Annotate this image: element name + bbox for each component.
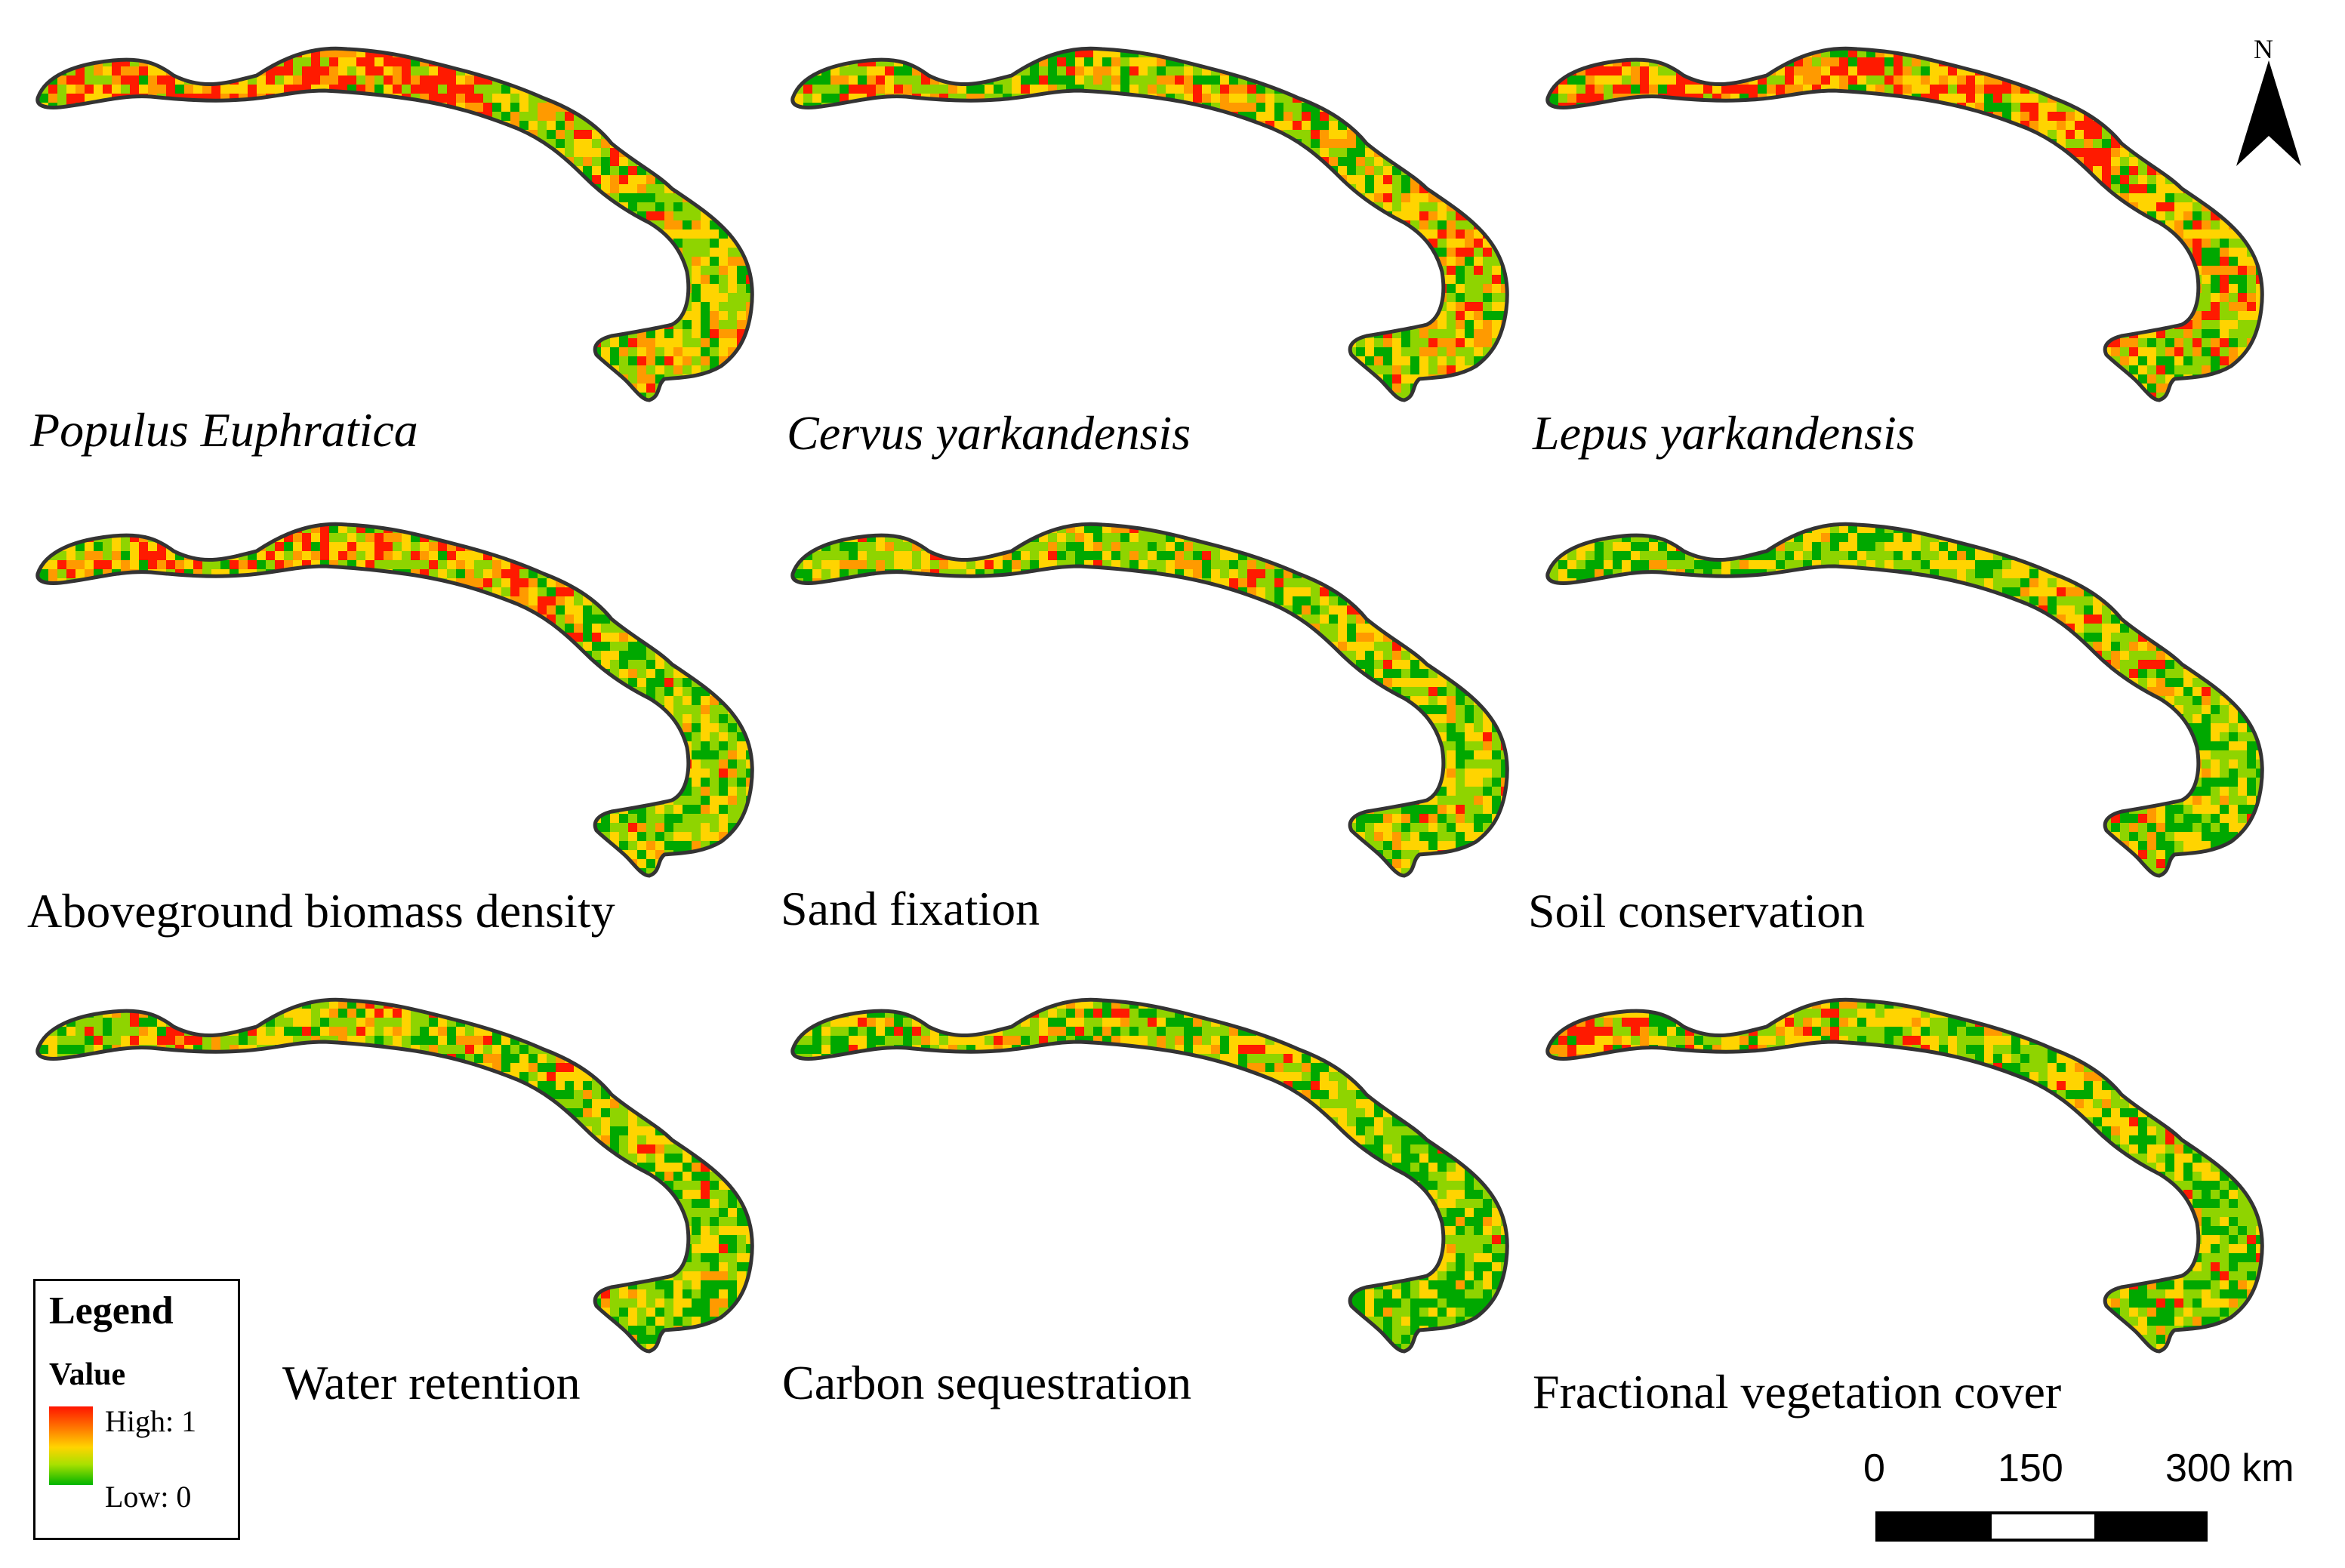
map-panel-soil-conservation	[1545, 522, 2264, 878]
scale-tick-label: 300 km	[2165, 1446, 2294, 1491]
panel-label: Fractional vegetation cover	[1533, 1368, 2061, 1416]
region-outline	[790, 46, 1509, 402]
region-outline	[35, 997, 754, 1354]
region-outline	[1545, 997, 2264, 1354]
map-panel-fractional-vegetation-cover	[1545, 997, 2264, 1354]
panel-label: Water retention	[282, 1359, 581, 1407]
region-outline	[1545, 46, 2264, 402]
panel-label: Sand fixation	[781, 885, 1040, 933]
panel-label: Populus Euphratica	[30, 406, 418, 454]
region-outline	[790, 997, 1509, 1354]
legend-high-label: High: 1	[105, 1403, 196, 1439]
map-panel-carbon-sequestration	[790, 997, 1509, 1354]
legend-field: Value	[49, 1357, 125, 1393]
map-panel-cervus-yarkandensis	[790, 46, 1509, 402]
map-panel-populus-euphratica	[35, 46, 754, 402]
scale-bar	[1875, 1511, 2208, 1542]
legend-box: Legend Value High: 1 Low: 0	[33, 1279, 240, 1540]
map-panel-lepus-yarkandensis	[1545, 46, 2264, 402]
scale-bar-labels: 0 150 300 km	[1842, 1446, 2345, 1491]
panel-label: Soil conservation	[1528, 887, 1865, 935]
north-arrow-icon	[2236, 60, 2301, 166]
map-panel-aboveground-biomass-density	[35, 522, 754, 878]
scale-tick-label: 0	[1863, 1446, 1885, 1491]
region-outline	[790, 522, 1509, 878]
scale-tick-label: 150	[1998, 1446, 2063, 1491]
panel-label: Lepus yarkandensis	[1533, 409, 1915, 457]
region-outline	[1545, 522, 2264, 878]
north-letter: N	[2254, 33, 2273, 65]
region-outline	[35, 522, 754, 878]
legend-title: Legend	[49, 1289, 174, 1333]
panel-label: Carbon sequestration	[782, 1359, 1191, 1407]
panel-label: Aboveground biomass density	[27, 887, 615, 935]
map-panel-sand-fixation	[790, 522, 1509, 878]
legend-low-label: Low: 0	[105, 1479, 191, 1514]
legend-color-ramp	[49, 1406, 93, 1485]
panel-label: Cervus yarkandensis	[787, 409, 1191, 457]
region-outline	[35, 46, 754, 402]
